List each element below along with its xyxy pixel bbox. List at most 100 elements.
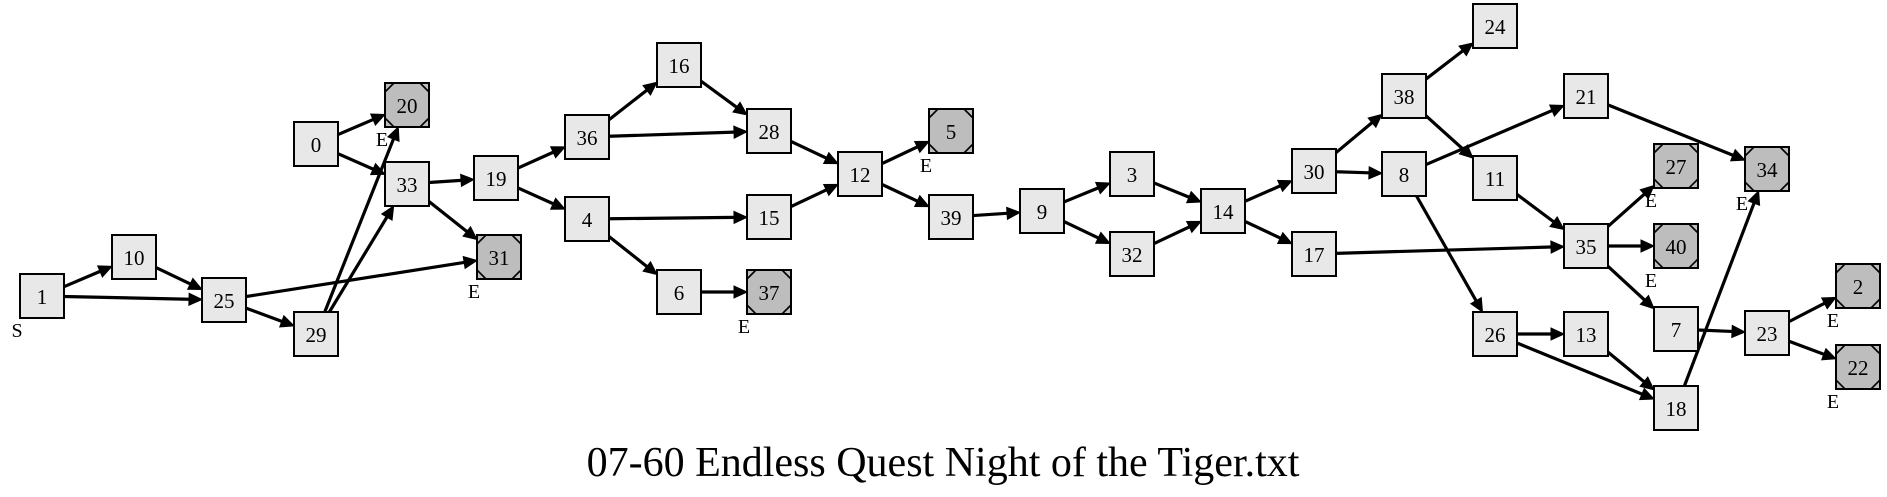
edge-23-to-22 [1788,339,1838,361]
edge-line [608,235,648,268]
end-octagon-marker [928,108,974,154]
edge-line [700,79,738,109]
end-marker-label: E [468,281,480,303]
edge-30-to-8 [1335,166,1384,180]
edge-arrowhead [278,314,296,328]
edges-layer [63,42,1838,401]
end-marker-label: E [1736,193,1748,215]
edge-line [790,188,827,209]
edge-26-to-13 [1517,327,1566,341]
edge-arrowhead [1820,347,1838,361]
edge-arrowhead [642,260,658,276]
edge-line [1244,184,1281,203]
edge-14-to-17 [1244,219,1294,245]
end-marker-label: E [1645,190,1657,212]
node-box [473,155,519,201]
node-32: 32 [1109,231,1155,277]
edge-25-to-31 [245,255,479,299]
edge-line [63,294,190,301]
edge-line [63,269,101,289]
node-label: 33 [397,173,418,197]
end-octagon-marker [1653,143,1699,189]
edge-8-to-21 [1425,104,1566,167]
edge-35-to-7 [1606,265,1655,310]
edge-line [1425,49,1464,81]
node-1: 1S [11,273,65,342]
edge-line [881,182,918,203]
edge-line [1153,181,1190,199]
edge-33-to-31 [428,200,478,241]
node-box [1472,155,1518,201]
edge-35-to-27 [1606,184,1655,228]
node-box [1200,188,1246,234]
node-20: 20E [376,82,430,151]
node-box [1291,148,1337,194]
end-marker-label: E [1645,270,1657,292]
edge-arrowhead [386,125,400,143]
edge-arrowhead [1185,190,1203,204]
edge-line [790,139,827,160]
edge-36-to-16 [608,81,658,122]
edge-arrowhead [642,81,658,96]
end-marker-label: E [376,129,388,151]
node-2: 2E [1827,263,1881,332]
node-label: 18 [1666,397,1687,421]
edge-arrowhead [822,151,840,165]
edge-arrowhead [1185,220,1203,234]
edge-arrowhead [1276,231,1294,245]
node-box [656,269,702,315]
node-box [1563,223,1609,269]
node-box [384,82,430,128]
edge-arrowhead [460,173,476,188]
edge-line [1697,328,1733,334]
edge-line [1063,186,1099,204]
node-label: 7 [1671,318,1682,342]
node-22: 22E [1827,344,1881,413]
edge-arrowhead [462,255,479,270]
node-label: 38 [1394,85,1415,109]
edge-14-to-30 [1244,179,1294,203]
edge-30-to-38 [1334,113,1383,154]
edge-29-to-33 [327,204,395,313]
node-box [928,108,974,154]
node-box [201,277,247,323]
start-marker-label: S [11,320,22,342]
end-octagon-marker [1653,223,1699,269]
end-marker-label: E [738,316,750,338]
node-label: 8 [1399,163,1410,187]
edge-38-to-24 [1425,42,1474,81]
node-box [1291,231,1337,277]
edge-line [1606,192,1646,228]
edge-arrowhead [733,210,749,225]
node-box [928,194,974,240]
edge-arrowhead [733,125,749,139]
edge-38-to-11 [1424,114,1474,159]
node-label: 35 [1576,235,1597,259]
edge-line [1244,219,1281,240]
edge-15-to-12 [790,183,840,209]
node-box [1653,306,1699,352]
edge-1-to-25 [63,292,204,306]
node-label: 36 [577,126,598,150]
edge-arrowhead [462,225,478,241]
node-label: 30 [1304,160,1325,184]
node-box [656,42,702,88]
edge-arrowhead [369,162,387,176]
edge-arrowhead [1550,327,1566,341]
node-33: 33 [384,161,430,207]
edge-11-to-35 [1516,193,1565,231]
node-6: 6 [656,269,702,315]
node-21: 21 [1563,73,1609,119]
node-label: 32 [1122,243,1143,267]
edge-line [608,130,735,138]
edge-arrowhead [1729,148,1747,162]
edge-arrowhead [1731,324,1747,339]
edge-arrowhead [1276,179,1294,193]
node-29: 29 [293,311,339,357]
end-octagon-marker [746,269,792,315]
node-label: 19 [486,167,507,191]
node-box [1835,263,1881,309]
edge-6-to-37 [701,285,749,299]
edge-12-to-39 [881,182,931,208]
edge-arrowhead [1550,240,1566,254]
